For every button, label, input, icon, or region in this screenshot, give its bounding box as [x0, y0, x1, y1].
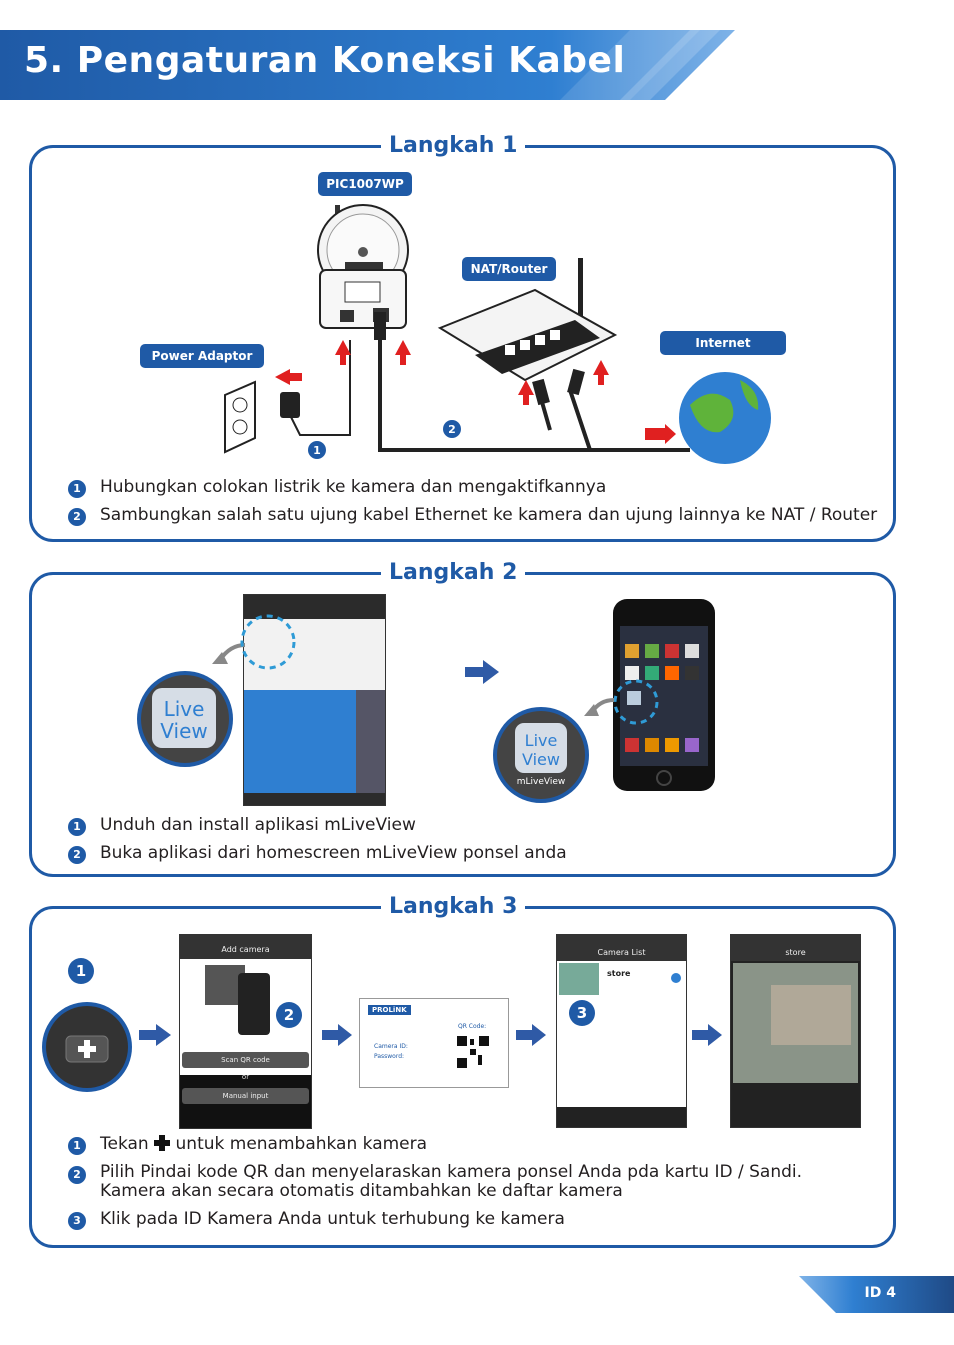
power-outlet-icon — [224, 380, 300, 454]
step3-marker-1: 1 — [68, 958, 94, 984]
internet-globe-icon — [679, 372, 771, 464]
step3-item2-text: Pilih Pindai kode QR dan menyelaraskan k… — [100, 1162, 803, 1201]
step3-item3-text: Klik pada ID Kamera Anda untuk terhubung… — [100, 1209, 565, 1229]
add-camera-screenshot: Add camera Scan QR code or Manual input — [179, 934, 312, 1129]
live-view-title: store — [785, 948, 806, 957]
step2-item2-text: Buka aplikasi dari homescreen mLiveView … — [100, 843, 567, 863]
scan-qr-button[interactable]: Scan QR code — [182, 1052, 309, 1068]
blue-arrow-icon — [139, 1024, 171, 1046]
blue-dashed-circle-icon — [240, 614, 296, 670]
camera-list-title: Camera List — [597, 948, 646, 957]
manual-input-button[interactable]: Manual input — [182, 1088, 309, 1104]
card-brand: PROLiNK — [368, 1005, 411, 1015]
id-card: PROLiNK QR Code: Camera ID: Password: — [359, 998, 509, 1088]
step3-item1-after: untuk menambahkan kamera — [175, 1134, 428, 1154]
step2-item1-text: Unduh dan install aplikasi mLiveView — [100, 815, 416, 835]
app-icon-caption: mLiveView — [516, 777, 566, 787]
step2-item1-num: 1 — [68, 818, 86, 836]
step1-item2-num: 2 — [68, 508, 86, 526]
blue-dashed-circle-icon — [613, 679, 659, 725]
camera-model-tag: PIC1007WP — [318, 172, 412, 196]
plus-icon — [154, 1135, 171, 1151]
page-number-tab — [799, 1276, 954, 1313]
marker-1: 1 — [313, 444, 321, 457]
blue-arrow-icon — [516, 1024, 546, 1046]
svg-text:Live: Live — [525, 731, 558, 750]
step3-item3-num: 3 — [68, 1212, 86, 1230]
add-camera-title: Add camera — [221, 945, 270, 954]
camera-icon — [317, 204, 409, 329]
camera-list-screenshot: Camera List store — [556, 934, 687, 1128]
card-password: Password: — [374, 1053, 405, 1060]
liveview-app-icon-small: Live View — [493, 707, 589, 803]
liveview-app-icon-large: Live View — [137, 671, 233, 767]
camera-list-item[interactable]: store — [607, 969, 631, 978]
svg-text:Live: Live — [164, 697, 205, 721]
app-store-screenshot — [243, 594, 386, 806]
gray-arrow-icon — [584, 698, 615, 716]
step1-diagram: 1 2 — [224, 204, 771, 464]
card-camera-id: Camera ID: — [374, 1043, 408, 1050]
step3-item1-line: Tekan untuk menambahkan kamera — [100, 1134, 427, 1154]
svg-text:View: View — [522, 750, 560, 769]
power-adaptor-tag: Power Adaptor — [140, 344, 264, 368]
live-view-screenshot: store — [730, 934, 861, 1128]
marker-2: 2 — [448, 423, 456, 436]
svg-text:View: View — [160, 719, 207, 743]
router-tag: NAT/Router — [462, 257, 556, 281]
step3-title: Langkah 3 — [381, 894, 526, 919]
blue-arrow-icon — [692, 1024, 722, 1046]
step2-title: Langkah 2 — [381, 560, 526, 585]
step1-item1-text: Hubungkan colokan listrik ke kamera dan … — [100, 477, 607, 497]
step3-item1-num: 1 — [68, 1137, 86, 1155]
smartphone-icon — [613, 599, 715, 791]
step1-item2-text: Sambungkan salah satu ujung kabel Ethern… — [100, 505, 878, 525]
blue-arrow-icon — [322, 1024, 352, 1046]
internet-tag: Internet — [660, 331, 786, 355]
qr-code-icon — [456, 1035, 490, 1069]
step3-marker-2: 2 — [276, 1002, 302, 1028]
step2-item2-num: 2 — [68, 846, 86, 864]
step1-title: Langkah 1 — [381, 133, 526, 158]
card-qr-label: QR Code: — [458, 1023, 487, 1030]
blue-arrow-icon — [465, 660, 499, 684]
page-number: ID 4 — [864, 1285, 896, 1301]
page-title: 5. Pengaturan Koneksi Kabel — [24, 40, 626, 81]
add-button-closeup — [42, 1002, 132, 1092]
step1-item1-num: 1 — [68, 480, 86, 498]
step3-marker-3: 3 — [569, 1000, 595, 1026]
or-label: or — [241, 1073, 250, 1081]
step3-item1-before: Tekan — [100, 1134, 149, 1154]
title-banner — [0, 30, 735, 100]
step3-item2-num: 2 — [68, 1166, 86, 1184]
router-icon — [437, 258, 618, 382]
